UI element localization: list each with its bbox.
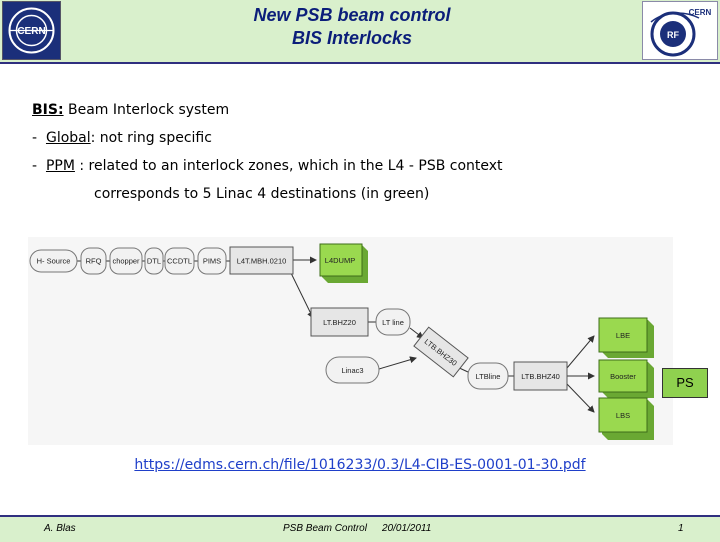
footer-date: 20/01/2011 (382, 523, 432, 534)
node-pims: PIMS (197, 247, 227, 275)
cern-logo: CERN (2, 1, 61, 60)
ppm-label: PPM (45, 158, 75, 174)
node-ltb-bhz30: LTB.BHZ30 (413, 326, 469, 378)
footer-author: A. Blas (44, 523, 76, 534)
node-label: LTBline (476, 372, 501, 381)
cern-logo-text: CERN (17, 26, 45, 37)
ppm-line: - PPM : related to an interlock zones, w… (32, 156, 503, 184)
bullet-dash: - (32, 158, 38, 174)
node-label: LBS (616, 411, 630, 420)
node-label: L4DUMP (325, 256, 355, 265)
node-lt-bhz20: LT.BHZ20 (310, 307, 369, 337)
node-h-source: H- Source (29, 249, 78, 273)
node-l4dump: L4DUMP (319, 243, 368, 283)
node-booster: Booster (598, 359, 654, 398)
ppm-text: : related to an interlock zones, which i… (74, 158, 503, 174)
node-lbe: LBE (598, 317, 654, 358)
bullet-dash: - (32, 130, 38, 146)
node-ccdtl: CCDTL (164, 247, 195, 275)
node-label: LTB.BHZ40 (521, 372, 560, 381)
node-label: DTL (147, 257, 161, 266)
node-label: LT.BHZ20 (323, 318, 356, 327)
bis-line: BIS: Beam Interlock system (32, 100, 503, 128)
node-label: LT line (382, 318, 404, 327)
node-dtl: DTL (144, 247, 164, 275)
node-label: Booster (610, 372, 636, 381)
edms-link[interactable]: https://edms.cern.ch/file/1016233/0.3/L4… (134, 457, 586, 473)
arrow-to-lbs (566, 383, 595, 413)
node-label: LBE (616, 331, 630, 340)
footer-bar: A. Blas PSB Beam Control 20/01/2011 1 (0, 515, 720, 542)
node-chopper: chopper (109, 247, 143, 275)
node-lt-line: LT line (375, 308, 411, 336)
node-label: Linac3 (341, 366, 363, 375)
bis-label: BIS: (32, 102, 64, 118)
node-ltb-bhz40: LTB.BHZ40 (513, 361, 568, 391)
node-label: PIMS (203, 257, 221, 266)
header-bar: CERN New PSB beam control BIS Interlocks… (0, 0, 720, 64)
footer-page-number: 1 (678, 523, 684, 534)
node-linac3: Linac3 (325, 356, 380, 384)
page-title: New PSB beam control BIS Interlocks (62, 4, 642, 50)
arrow-to-ltb-bhz30 (409, 327, 424, 339)
title-line-1: New PSB beam control (253, 5, 451, 25)
node-label: L4T.MBH.0210 (237, 257, 287, 266)
global-label: Global (45, 130, 91, 146)
content-text: BIS: Beam Interlock system - Global: not… (32, 100, 503, 212)
arrow-to-lbe (566, 335, 595, 369)
node-label: CCDTL (167, 257, 192, 266)
node-rfq: RFQ (80, 247, 107, 275)
arrow-to-lt-bhz20 (290, 272, 314, 319)
bis-text: Beam Interlock system (63, 102, 230, 118)
rf-logo-text: RF (667, 30, 679, 40)
rf-logo-icon: RF CERN (650, 8, 712, 57)
node-label: H- Source (37, 257, 71, 266)
node-label: RFQ (86, 257, 102, 266)
node-lbs: LBS (598, 397, 654, 440)
global-line: - Global: not ring specific (32, 128, 503, 156)
global-text: : not ring specific (90, 130, 212, 146)
rf-logo-cern-text: CERN (689, 8, 712, 17)
node-ltbline: LTBline (467, 362, 509, 390)
arrow-linac3 (378, 356, 417, 370)
title-line-2: BIS Interlocks (291, 28, 413, 48)
node-label: chopper (112, 257, 140, 266)
ppm-continuation: corresponds to 5 Linac 4 destinations (i… (94, 186, 430, 202)
node-l4t-mbh: L4T.MBH.0210 (229, 246, 294, 275)
cern-rf-logo: RF CERN (642, 1, 718, 60)
footer-title: PSB Beam Control (283, 523, 367, 534)
cern-logo-icon: CERN (8, 7, 55, 54)
ps-box: PS (662, 368, 708, 398)
